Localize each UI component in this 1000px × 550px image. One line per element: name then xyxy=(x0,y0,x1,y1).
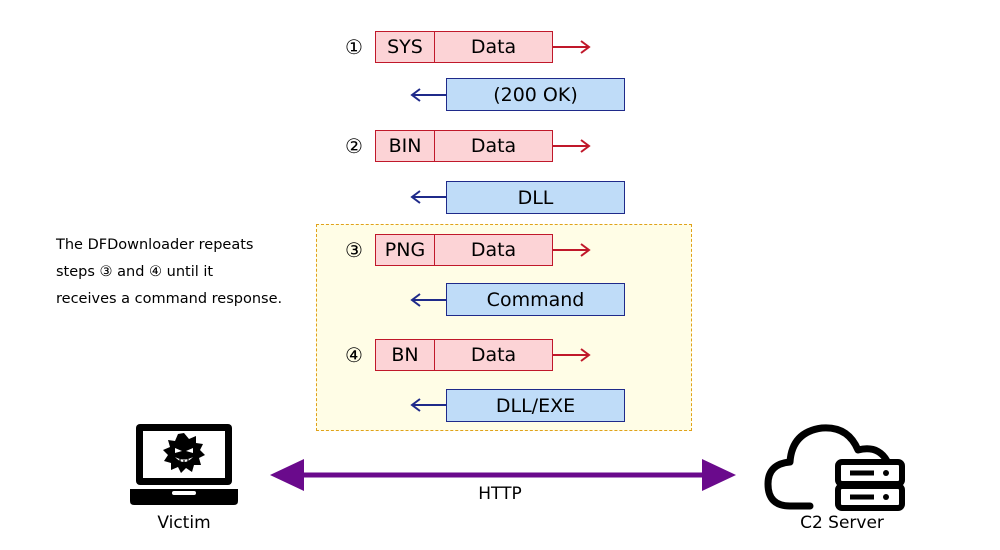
step-3-response-arrow xyxy=(410,293,448,307)
step-2-request-arrow xyxy=(553,139,591,153)
step-4-tag: BN xyxy=(376,340,435,370)
step-2-number: ② xyxy=(345,134,363,158)
step-2-request-data: Data xyxy=(470,135,517,157)
step-3-number: ③ xyxy=(345,238,363,262)
repeat-note: The DFDownloader repeats steps ③ and ④ u… xyxy=(56,237,283,307)
step-3-response: Command xyxy=(446,283,625,316)
step-4-request: BN Data xyxy=(375,339,553,371)
step-1-number: ① xyxy=(345,35,363,59)
step-4-request-arrow xyxy=(553,348,591,362)
step-1-response: (200 OK) xyxy=(446,78,625,111)
step-4-response: DLL/EXE xyxy=(446,389,625,422)
step-2-response: DLL xyxy=(446,181,625,214)
step-1-response-arrow xyxy=(410,88,448,102)
step-1-tag: SYS xyxy=(376,32,435,62)
http-label: HTTP xyxy=(478,484,522,504)
step-1-request-arrow xyxy=(553,40,591,54)
victim-label: Victim xyxy=(157,513,211,533)
step-3-request-data: Data xyxy=(470,239,517,261)
step-4-response-arrow xyxy=(410,398,448,412)
step-1-request: SYS Data xyxy=(375,31,553,63)
laptop-malware-icon xyxy=(130,424,238,505)
step-2-response-arrow xyxy=(410,190,448,204)
step-3-tag: PNG xyxy=(376,235,435,265)
http-connection-arrow xyxy=(270,459,736,491)
step-3-request: PNG Data xyxy=(375,234,553,266)
step-2-tag: BIN xyxy=(376,131,435,161)
cloud-server-icon xyxy=(764,424,905,511)
step-4-request-data: Data xyxy=(470,344,517,366)
step-3-request-arrow xyxy=(553,243,591,257)
step-1-request-data: Data xyxy=(470,36,517,58)
step-4-number: ④ xyxy=(345,343,363,367)
server-label: C2 Server xyxy=(800,513,884,533)
step-2-request: BIN Data xyxy=(375,130,553,162)
